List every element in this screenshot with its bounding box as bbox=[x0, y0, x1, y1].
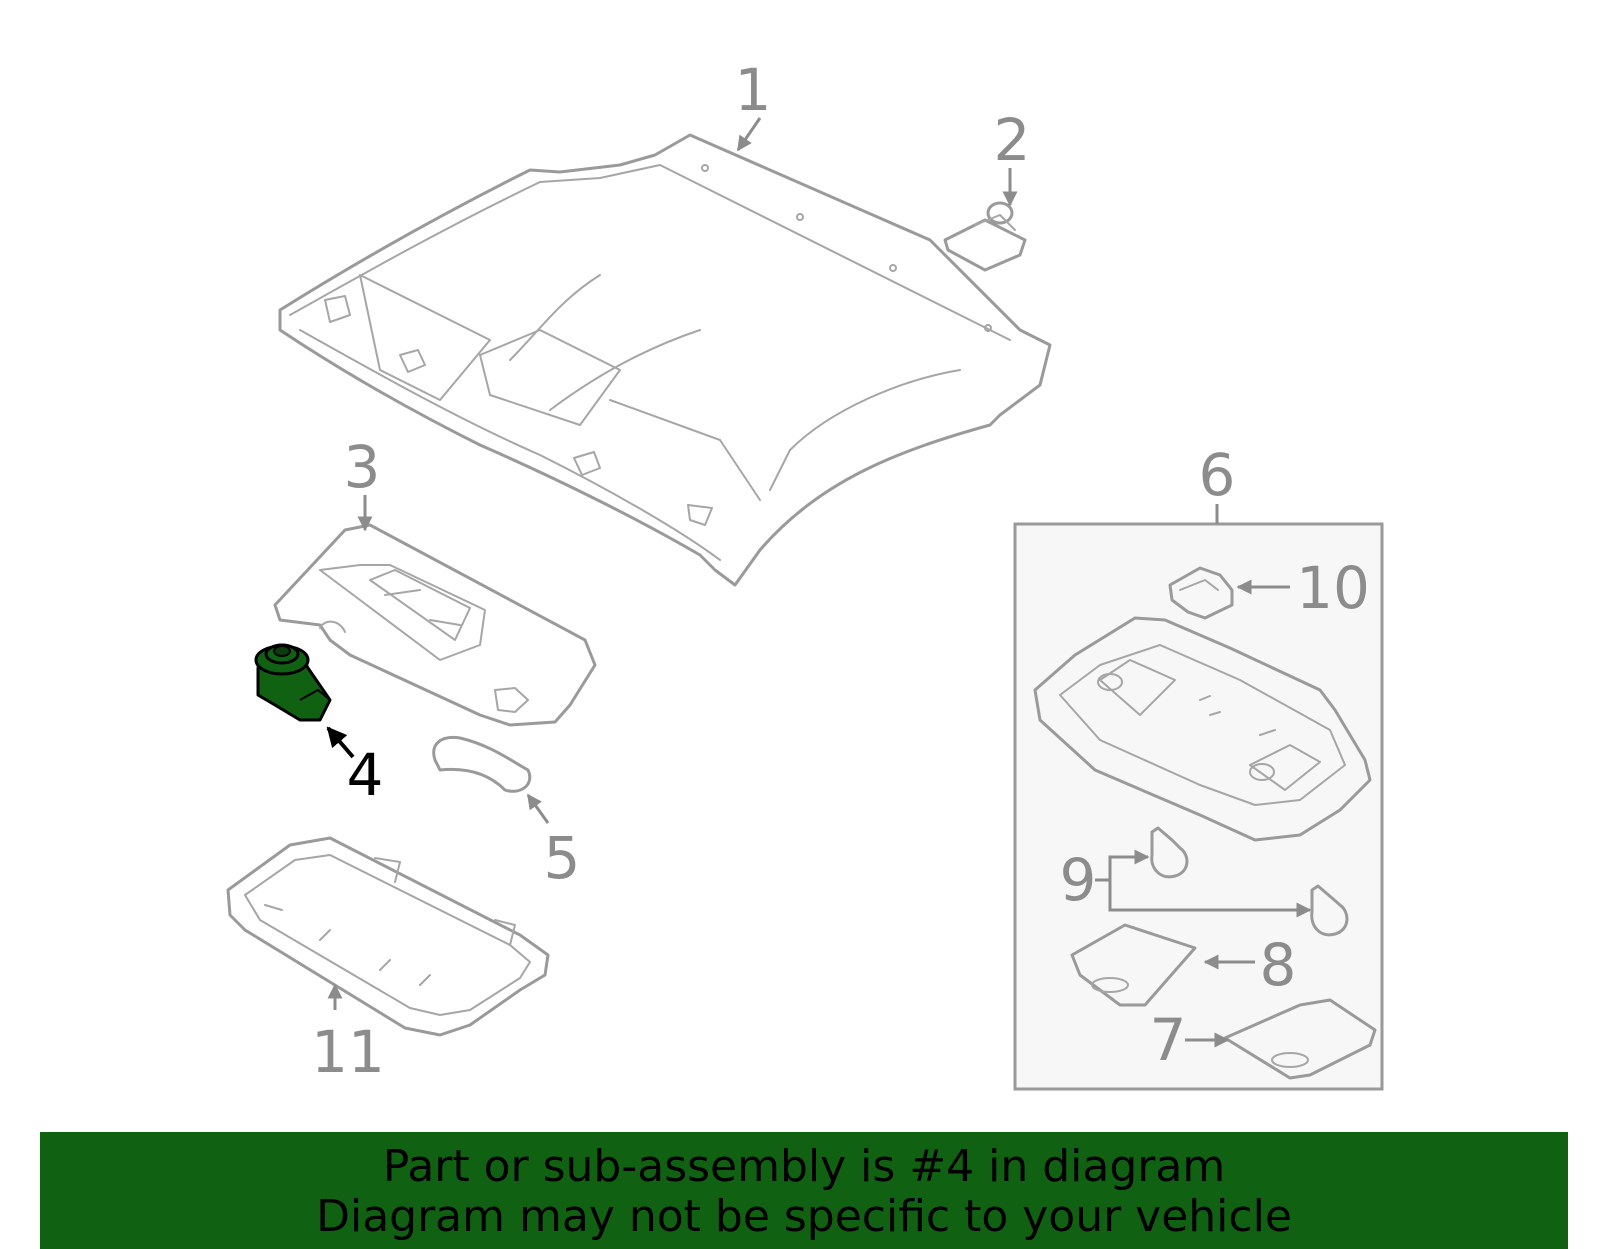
callout-7: 7 bbox=[1150, 1006, 1187, 1074]
console-group-box-6 bbox=[1013, 522, 1384, 1091]
banner-line-1: Part or sub-assembly is #4 in diagram bbox=[382, 1141, 1226, 1192]
callout-2: 2 bbox=[994, 106, 1031, 174]
visor-clip-part-4 bbox=[254, 643, 332, 722]
pad-part-5 bbox=[432, 735, 532, 793]
mirror-frame-part-11 bbox=[226, 836, 550, 1037]
notice-banner: Part or sub-assembly is #4 in diagram Di… bbox=[40, 1132, 1568, 1249]
banner-line-2: Diagram may not be specific to your vehi… bbox=[316, 1191, 1292, 1242]
callout-9: 9 bbox=[1060, 846, 1097, 914]
callout-1: 1 bbox=[735, 56, 772, 124]
sun-visor-part-3 bbox=[273, 523, 597, 727]
callout-11: 11 bbox=[311, 1018, 385, 1086]
headliner-part-1 bbox=[278, 133, 1052, 587]
lens-part-7 bbox=[1223, 998, 1377, 1080]
bulbs-part-9 bbox=[1150, 826, 1349, 937]
clip-part-2 bbox=[943, 201, 1027, 272]
callout-4: 4 bbox=[347, 741, 384, 809]
callout-6: 6 bbox=[1199, 441, 1236, 509]
lens-part-8 bbox=[1070, 923, 1197, 1007]
callout-5: 5 bbox=[544, 824, 581, 892]
callout-3: 3 bbox=[344, 433, 381, 501]
callout-10: 10 bbox=[1296, 554, 1370, 622]
callout-8: 8 bbox=[1260, 931, 1297, 999]
